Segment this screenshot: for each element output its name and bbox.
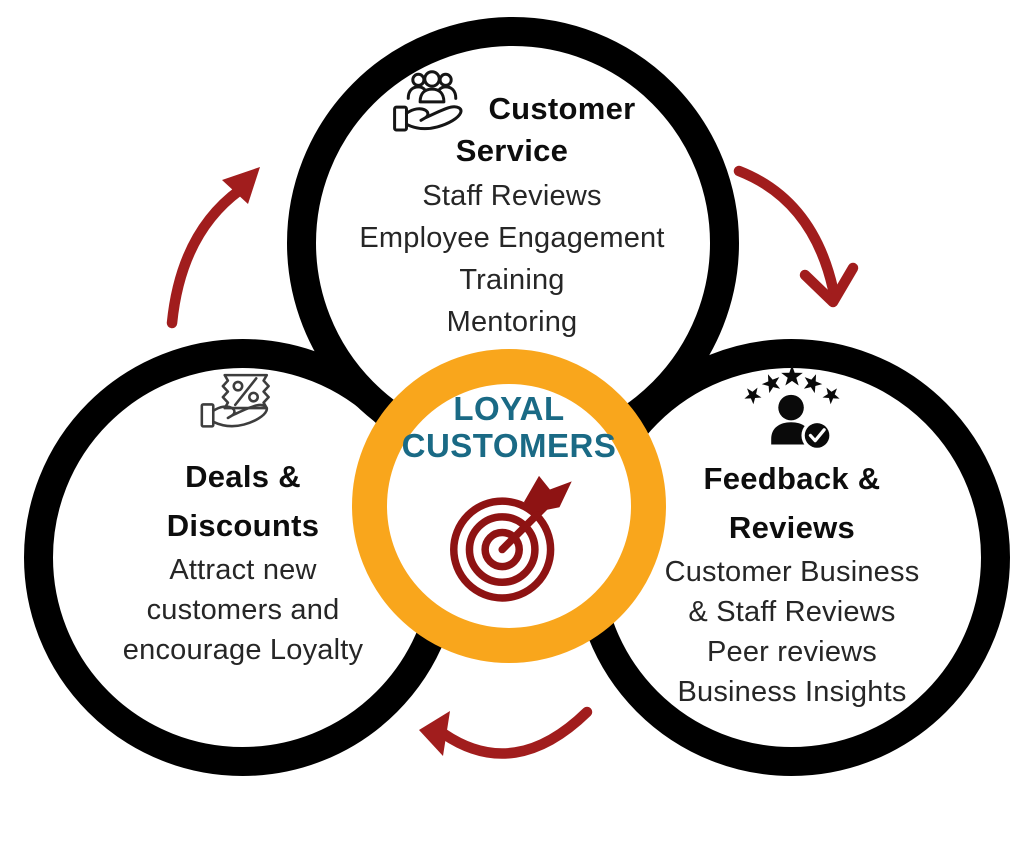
detail-item: customers and <box>146 594 340 626</box>
discount-coupon-hand-icon <box>197 366 289 452</box>
feedback-reviews-content: Feedback & Reviews Customer Business & S… <box>592 364 992 712</box>
arrow-up-right-icon <box>166 167 260 329</box>
detail-item: encourage Loyalty <box>122 634 364 666</box>
customer-service-title-row: Customer <box>388 64 635 152</box>
node-title: Customer <box>488 90 636 126</box>
detail-item: Attract new <box>169 554 317 586</box>
detail-item: Peer reviews <box>706 636 877 668</box>
target-arrow-icon <box>434 465 584 615</box>
detail-item: & Staff Reviews <box>688 596 896 628</box>
loyal-customers-badge: LOYAL CUSTOMERS <box>352 349 666 663</box>
detail-item: Mentoring <box>446 306 578 338</box>
customer-service-hand-icon <box>388 64 476 152</box>
arrow-left-icon <box>419 706 593 759</box>
detail-item: Staff Reviews <box>422 180 602 212</box>
arrow-down-right-icon <box>733 165 859 308</box>
node-title: Service <box>455 133 569 168</box>
node-title: Reviews <box>728 510 856 545</box>
detail-item: Customer Business <box>664 556 920 588</box>
detail-item: Business Insights <box>677 676 907 708</box>
node-title: Discounts <box>166 508 320 543</box>
rated-person-check-icon <box>740 364 844 454</box>
center-title: CUSTOMERS <box>401 427 617 464</box>
deals-discounts-content: Deals & Discounts Attract new customers … <box>43 366 443 670</box>
detail-item: Employee Engagement <box>359 222 665 254</box>
customer-service-content: Customer Service Staff Reviews Employee … <box>312 64 712 343</box>
node-title: Feedback & <box>703 461 881 496</box>
node-title: Deals & <box>185 459 301 494</box>
center-title: LOYAL <box>453 390 565 427</box>
detail-item: Training <box>459 264 565 296</box>
